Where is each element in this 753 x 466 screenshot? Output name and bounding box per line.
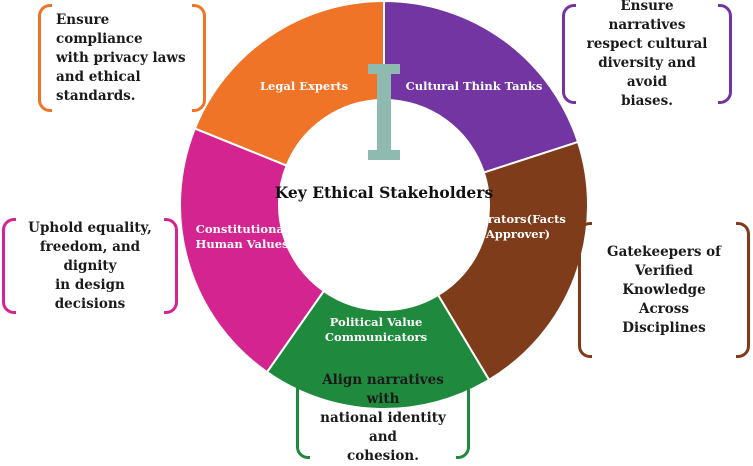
bracket-right	[192, 4, 206, 112]
note-text: Ensure narratives respect cultural diversi…	[580, 0, 714, 111]
pillar-part	[377, 72, 391, 152]
note-line: national identity and	[320, 409, 446, 445]
note-line: respect cultural	[586, 36, 708, 52]
pillar-icon	[368, 64, 400, 160]
note-line: with privacy laws	[56, 49, 186, 66]
bracket-right	[736, 222, 750, 358]
bracket-left	[578, 222, 592, 358]
note-line: freedom, and dignity	[39, 238, 141, 274]
pillar-part	[368, 64, 400, 74]
note-cultural-think-tanks: Ensure narratives respect cultural diversi…	[562, 0, 732, 109]
segment-label-line: Political Value	[330, 315, 423, 329]
donut-segment	[436, 140, 589, 382]
bracket-right	[456, 377, 470, 459]
segment-label-line: Cultural Think Tanks	[406, 79, 543, 93]
center-label: Key Ethical Stakeholders	[275, 183, 494, 202]
bracket-left	[296, 377, 310, 459]
note-line: Ensure narratives	[608, 0, 686, 33]
segment-label-line: Human Values	[195, 237, 288, 251]
note-line: cohesion.	[347, 447, 419, 464]
note-line: diversity and avoid	[598, 55, 696, 90]
pillar-part	[368, 150, 400, 160]
donut-segment	[265, 289, 491, 410]
donut-segment	[179, 127, 326, 374]
segment-label: Legal Experts	[260, 79, 348, 93]
note-line: Ensure compliance	[56, 11, 143, 47]
note-line: Uphold equality,	[28, 219, 152, 236]
note-line: standards.	[56, 87, 136, 104]
bracket-left	[2, 218, 16, 314]
note-line: in design decisions	[54, 276, 126, 312]
note-line: and ethical	[56, 68, 141, 85]
note-legal-experts: Ensure compliance with privacy laws and et…	[38, 4, 206, 112]
bracket-left	[562, 4, 576, 104]
note-line: Gatekeepers of	[607, 243, 721, 260]
segment-label-line: Approver)	[485, 227, 550, 241]
segment-label-line: Constitutional	[196, 222, 289, 236]
donut-ring	[179, 0, 589, 410]
segment-label-line: Curators(Facts	[470, 212, 566, 226]
bracket-right	[164, 218, 178, 314]
note-line: Verified Knowledge	[622, 262, 706, 298]
segment-labels: Legal Experts Cultural Think TanksCurator…	[195, 79, 565, 344]
bracket-right	[718, 4, 732, 104]
note-line: Across Disciplines	[622, 300, 706, 336]
note-line: Align narratives with	[322, 371, 444, 407]
note-line: biases.	[621, 93, 673, 109]
segment-label-line: Legal Experts	[260, 79, 348, 93]
segment-label-line: Communicators	[325, 330, 427, 344]
donut-segment	[193, 0, 385, 167]
bracket-left	[38, 4, 52, 112]
donut-segment	[383, 0, 580, 174]
note-text: Ensure compliance with privacy laws and et…	[56, 11, 188, 106]
segment-label: Cultural Think Tanks	[406, 79, 543, 93]
